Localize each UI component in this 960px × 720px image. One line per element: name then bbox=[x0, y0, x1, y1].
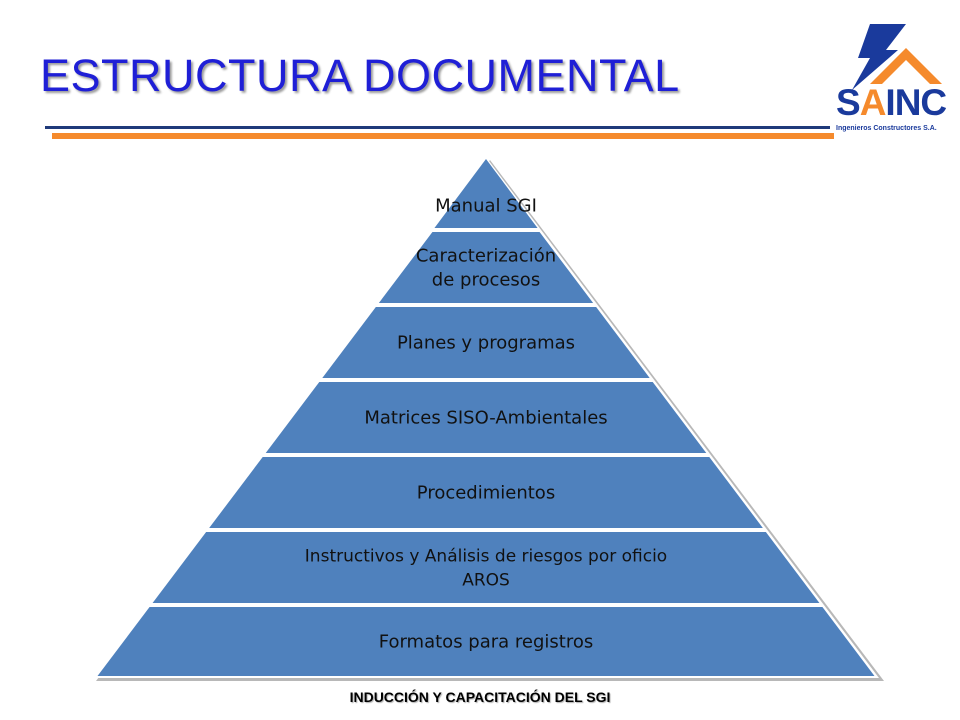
pyramid-level-label: Procedimientos bbox=[417, 483, 555, 504]
pyramid-level-shape bbox=[434, 159, 538, 228]
pyramid-level-label: Matrices SISO-Ambientales bbox=[364, 408, 607, 429]
pyramid-level-2: Caracterización de procesos bbox=[378, 232, 594, 303]
pyramid-level-6: Instructivos y Análisis de riesgos por o… bbox=[152, 532, 820, 603]
pyramid-level-shape bbox=[322, 307, 650, 378]
footer-text: INDUCCIÓN Y CAPACITACIÓN DEL SGI bbox=[349, 689, 611, 705]
pyramid-level-label: Planes y programas bbox=[397, 333, 575, 354]
pyramid-level-shape bbox=[209, 457, 763, 528]
logo-subtitle: Ingenieros Constructores S.A. bbox=[836, 125, 937, 132]
title-underline-blue bbox=[45, 126, 830, 129]
slide-title: ESTRUCTURA DOCUMENTAL bbox=[40, 50, 680, 101]
pyramid-level-label: Caracterización bbox=[416, 246, 556, 267]
title-underline-orange bbox=[52, 133, 834, 139]
pyramid-level-label: Instructivos y Análisis de riesgos por o… bbox=[305, 547, 667, 567]
pyramid-level-shape bbox=[378, 232, 594, 303]
pyramid-level-1: Manual SGI bbox=[434, 159, 538, 228]
pyramid-level-label: Formatos para registros bbox=[379, 632, 594, 653]
pyramid-level-5: Procedimientos bbox=[209, 457, 763, 528]
pyramid-level-label: de procesos bbox=[432, 270, 540, 291]
pyramid-level-4: Matrices SISO-Ambientales bbox=[265, 382, 707, 453]
logo-wordmark: SAINC bbox=[836, 82, 947, 123]
company-logo-icon bbox=[852, 24, 942, 90]
pyramid-level-7: Formatos para registros bbox=[97, 607, 875, 676]
pyramid-level-shape bbox=[265, 382, 707, 453]
pyramid-level-shape bbox=[97, 607, 875, 676]
pyramid-level-3: Planes y programas bbox=[322, 307, 650, 378]
pyramid-level-label: Manual SGI bbox=[435, 196, 537, 217]
pyramid-level-shape bbox=[152, 532, 820, 603]
pyramid-level-label: AROS bbox=[462, 571, 510, 591]
